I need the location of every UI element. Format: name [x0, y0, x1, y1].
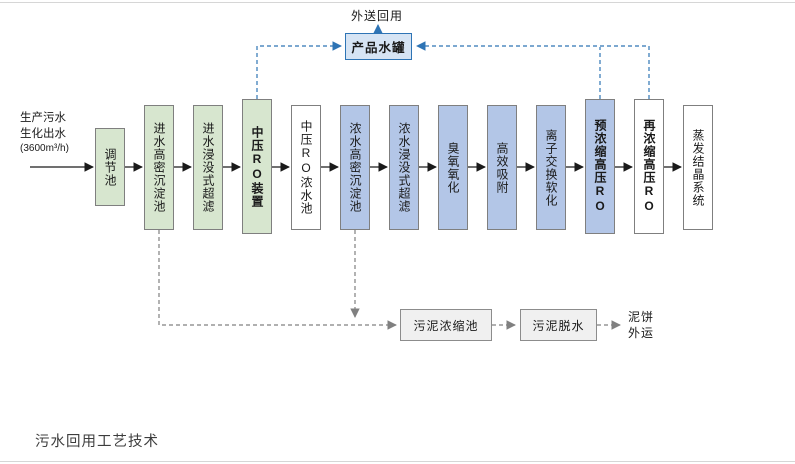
stage-influent-submerged-uf: 进水浸没式超滤	[193, 105, 223, 230]
influent-label: 生产污水 生化出水 (3600m³/h)	[20, 111, 98, 156]
stage-mp-ro-concentrate-tank: 中压RO浓水池	[291, 105, 321, 230]
top-divider	[0, 2, 795, 3]
stage-concentrate-hd-sedimentation: 浓水高密沉淀池	[340, 105, 370, 230]
sludge-cake-line2: 外运	[628, 325, 655, 340]
stage-influent-hd-sedimentation: 进水高密沉淀池	[144, 105, 174, 230]
stage-regulating-tank: 调节池	[95, 128, 125, 206]
stage-high-efficiency-adsorption: 高效吸附	[487, 105, 517, 230]
sludge-dewatering-box: 污泥脱水	[520, 309, 597, 341]
reuse-label: 外送回用	[351, 9, 404, 23]
sludge-cake-label: 泥饼 外运	[628, 310, 654, 341]
bottom-divider	[0, 461, 795, 462]
influent-line2: 生化出水	[20, 127, 66, 140]
stage-mp-ro-unit: 中压RO装置	[242, 99, 272, 234]
influent-line1: 生产污水	[20, 112, 66, 124]
stage-evaporation-crystallization: 蒸发结晶系统	[683, 105, 713, 230]
stage-concentrate-submerged-uf: 浓水浸没式超滤	[389, 105, 419, 230]
stage-re-concentration-hp-ro: 再浓缩高压RO	[634, 99, 664, 234]
product-water-tank: 产品水罐	[345, 33, 412, 60]
influent-flow-rate: (3600m³/h)	[20, 143, 69, 155]
stage-ozone-oxidation: 臭氧氧化	[438, 105, 468, 230]
sludge-cake-line1: 泥饼	[628, 310, 655, 324]
stage-pre-concentration-hp-ro: 预浓缩高压RO	[585, 99, 615, 234]
caption: 污水回用工艺技术	[35, 434, 159, 450]
sludge-thickener-box: 污泥浓缩池	[400, 309, 492, 341]
product-water-dashed-lines	[256, 24, 650, 99]
stage-ion-exchange-softening: 离子交换软化	[536, 105, 566, 230]
